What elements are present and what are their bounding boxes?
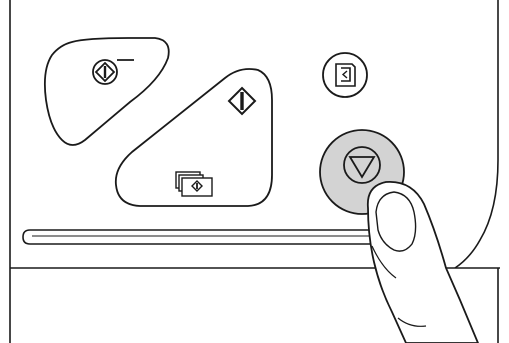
- single-start-button[interactable]: [45, 38, 169, 145]
- panel-slot: [23, 230, 382, 244]
- reset-button[interactable]: [323, 53, 367, 97]
